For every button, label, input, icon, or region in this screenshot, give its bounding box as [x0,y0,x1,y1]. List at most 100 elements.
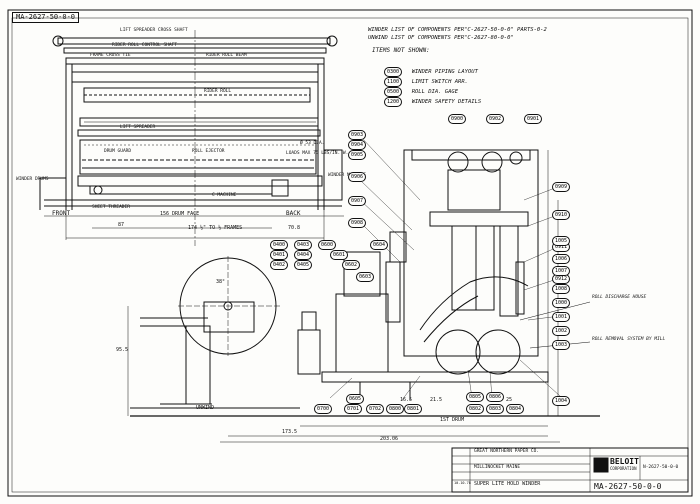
sheet-border [7,9,693,497]
label-rider-roll-shaft: RIDER ROLL CONTROL SHAFT [112,43,178,48]
label-rider-roll: RIDER ROLL [204,89,232,94]
callout-1006: 1006 [552,254,571,264]
label-rider-roll-beam: RIDER ROLL BEAM [206,53,247,58]
sheet-inner-border [11,17,689,493]
label-drum-guard: DRUM GUARD [104,149,132,154]
tb-company: BELOIT [610,457,639,466]
list-item: 0300 WINDER PIPING LAYOUT [384,58,481,77]
label-c-machine: C MACHINE [212,193,237,198]
callout-1004: 1004 [552,396,571,406]
callout-0701: 0701 [344,404,363,414]
tb-customer: GREAT NORTHERN PAPER CO. [474,449,540,454]
label-1st-drum: 1ST DRUM [440,417,465,423]
callout-0600: 0600 [318,240,337,250]
item-code: 1100 [384,77,403,87]
item-code: 1200 [384,97,403,107]
item-code: 0300 [384,67,403,77]
callout-0803: 0803 [486,404,505,414]
tb-title: SUPER LITE HOLD WINDER [474,481,541,487]
dim-87: 87 [118,222,125,228]
label-winder-drums: WINDER DRUMS [16,177,49,182]
title-block [451,447,689,493]
callout-0802: 0802 [466,404,485,414]
dim-173: 173.5 [282,429,298,435]
tb-job: N-2627-50-0-0 [643,465,679,470]
callout-0909: 0909 [552,182,571,192]
label-back: BACK [286,210,301,217]
callout-0902: 0902 [486,114,505,124]
label-winder-machine: WINDER MACHINE [328,173,366,178]
label-drum-face: 156 DRUM FACE [160,211,200,217]
callout-0403: 0403 [294,240,313,250]
label-roll-removal: ROLL REMOVAL SYSTEM BY MILL [592,337,666,342]
callout-0702: 0702 [366,404,385,414]
callout-0401: 0401 [270,250,289,260]
drawing-number-bottom: MA-2627-50-0-0 [594,482,662,491]
label-unwind: UNWIND [196,405,215,411]
dim-70: 70.8 [288,225,301,231]
label-frame-cross-tie: FRAME CROSS TIE [90,53,131,58]
tb-company-sub: CORPORATION [610,466,637,471]
callout-0805: 0805 [466,392,485,402]
label-lift-spreader: LIFT SPREADER [120,125,156,130]
callout-1008: 1008 [552,284,571,294]
side-elevation [127,135,600,443]
notes-title-1: WINDER LIST OF COMPONENTS PER"C-2627-50-… [368,27,547,33]
notes-title-2: UNWIND LIST OF COMPONENTS PER"C-2627-80-… [368,35,514,41]
label-front: FRONT [52,210,71,217]
callout-0400: 0400 [270,240,289,250]
callout-1000: 1000 [552,298,571,308]
dim-38: 38° [216,279,226,285]
callout-0903: 0903 [348,130,367,140]
callout-0800: 0800 [386,404,405,414]
item-desc: LIMIT SWITCH ARR. [411,79,468,85]
dim-203: 203.06 [380,436,399,442]
callout-0405: 0405 [294,260,313,270]
label-roll-ejector: ROLL EJECTOR [192,149,225,154]
dim-16: 16.5 [400,397,413,403]
callout-1001: 1001 [552,312,571,322]
callout-0700: 0700 [314,404,333,414]
dim-95: 95.5 [116,347,129,353]
callout-0604: 0604 [370,240,389,250]
item-code: 0500 [384,87,403,97]
items-not-shown-heading: ITEMS NOT SHOWN: [372,47,430,54]
front-elevation [39,30,344,246]
label-max-dia: Ø 53 DIA. [300,141,325,146]
drawing-number-top: MA-2627-50-0-0 [12,12,80,23]
callout-0901: 0901 [524,114,543,124]
dim-21: 21.5 [430,397,443,403]
dim-174: 174 ½" TO ½ FRAMES [188,225,243,231]
callout-0404: 0404 [294,250,313,260]
callout-0806: 0806 [486,392,505,402]
label-load-max: LOADS MAX 75 LBS/IN. W. [286,151,349,156]
list-item: 0500 ROLL DIA. GAGE [384,78,481,97]
tb-mill: MILLINOCKET MAINE [474,465,521,470]
label-lift-spreader-shaft: LIFT SPREADER CROSS SHAFT [120,28,188,33]
dim-25: 25 [506,397,513,403]
callout-1002: 1002 [552,326,571,336]
callout-0804: 0804 [506,404,525,414]
list-item: 1100 LIMIT SWITCH ARR. [384,68,481,87]
callout-0905: 0905 [348,150,367,160]
items-not-shown-list: 0300 WINDER PIPING LAYOUT 1100 LIMIT SWI… [384,58,481,107]
callout-0605: 0605 [346,394,365,404]
callout-0602: 0602 [342,260,361,270]
callout-0801: 0801 [404,404,423,414]
callout-0908: 0908 [348,218,367,228]
item-desc: ROLL DIA. GAGE [411,89,459,95]
callout-0402: 0402 [270,260,289,270]
label-sheet-threader: SHEET THREADER [92,205,130,210]
list-item: 1200 WINDER SAFETY DETAILS [384,88,481,107]
callout-0907: 0907 [348,196,367,206]
tb-date: 10-10-78 [454,481,471,485]
label-roll-discharge: ROLL DISCHARGE HOUSE [592,295,647,300]
callout-1007: 1007 [552,266,571,276]
callout-1005: 1005 [552,236,571,246]
callout-1003: 1003 [552,340,571,350]
item-desc: WINDER PIPING LAYOUT [411,69,478,75]
callout-0910: 0910 [552,210,571,220]
item-desc: WINDER SAFETY DETAILS [411,99,482,105]
